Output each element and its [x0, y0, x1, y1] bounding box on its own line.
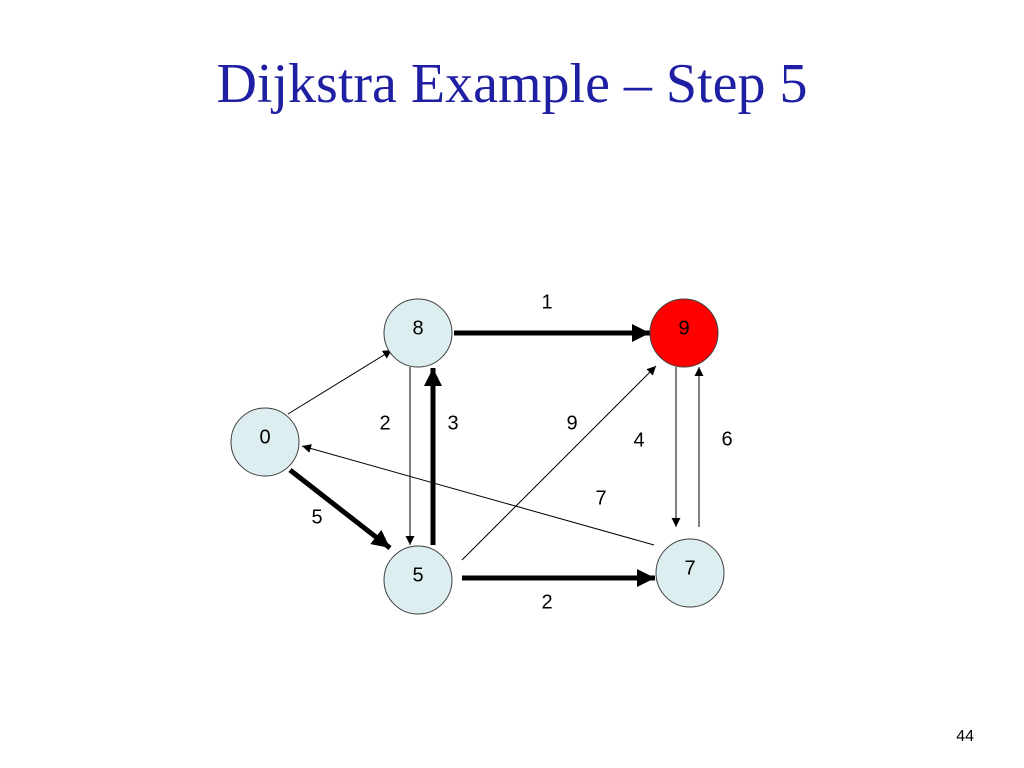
- graph-node: 9: [649, 298, 719, 368]
- node-circle: [230, 407, 300, 477]
- node-distance-label: 0: [259, 426, 270, 448]
- edge-a-to-b: [287, 349, 393, 415]
- graph-node: 5: [383, 545, 453, 615]
- node-distance-label: 8: [412, 317, 423, 339]
- edge-e-to-a: [301, 444, 655, 546]
- edge-d-to-c: [461, 365, 657, 561]
- edge-weight-label: 3: [447, 412, 458, 434]
- node-distance-label: 9: [678, 317, 689, 339]
- edge-weight-label: 5: [311, 506, 322, 528]
- edge-a-to-d: [288, 468, 392, 550]
- slide-title: Dijkstra Example – Step 5: [216, 53, 808, 115]
- weight-layer: 5 1 2 3 9 4 6 7 2: [311, 291, 732, 613]
- node-layer: 0 8 9 5 7: [230, 298, 725, 615]
- edge-weight-label: 7: [595, 487, 606, 509]
- edge-layer: [287, 324, 704, 587]
- edge-weight-label: 1: [541, 291, 552, 313]
- graph-node: 8: [383, 298, 453, 368]
- edge-weight-label: 6: [721, 428, 732, 450]
- node-distance-label: 5: [412, 564, 423, 586]
- edge-weight-label: 4: [633, 429, 644, 451]
- node-circle-selected: [649, 298, 719, 368]
- node-circle: [383, 298, 453, 368]
- edge-weight-label: 2: [541, 591, 552, 613]
- page-number: 44: [956, 728, 974, 745]
- edge-weight-label: 2: [379, 412, 390, 434]
- node-distance-label: 7: [684, 557, 695, 579]
- node-circle: [383, 545, 453, 615]
- edge-weight-label: 9: [566, 412, 577, 434]
- node-circle: [655, 538, 725, 608]
- graph-node: 0: [230, 407, 300, 477]
- graph-node: 7: [655, 538, 725, 608]
